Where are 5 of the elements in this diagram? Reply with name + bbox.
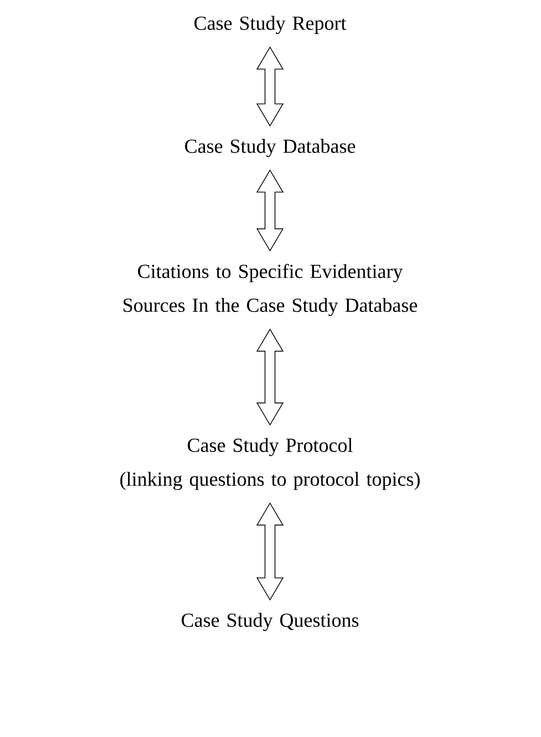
text-label: Case Study Questions <box>182 612 358 632</box>
text-label: Case Study Report <box>194 16 346 34</box>
text-label: Case Study Database <box>185 138 356 158</box>
text-label: Case Study Protocol (linking questions to protocol topics) <box>120 438 420 490</box>
text-label: Citations to Specific Evidentiary Sources In the Case Study Database <box>124 264 418 316</box>
